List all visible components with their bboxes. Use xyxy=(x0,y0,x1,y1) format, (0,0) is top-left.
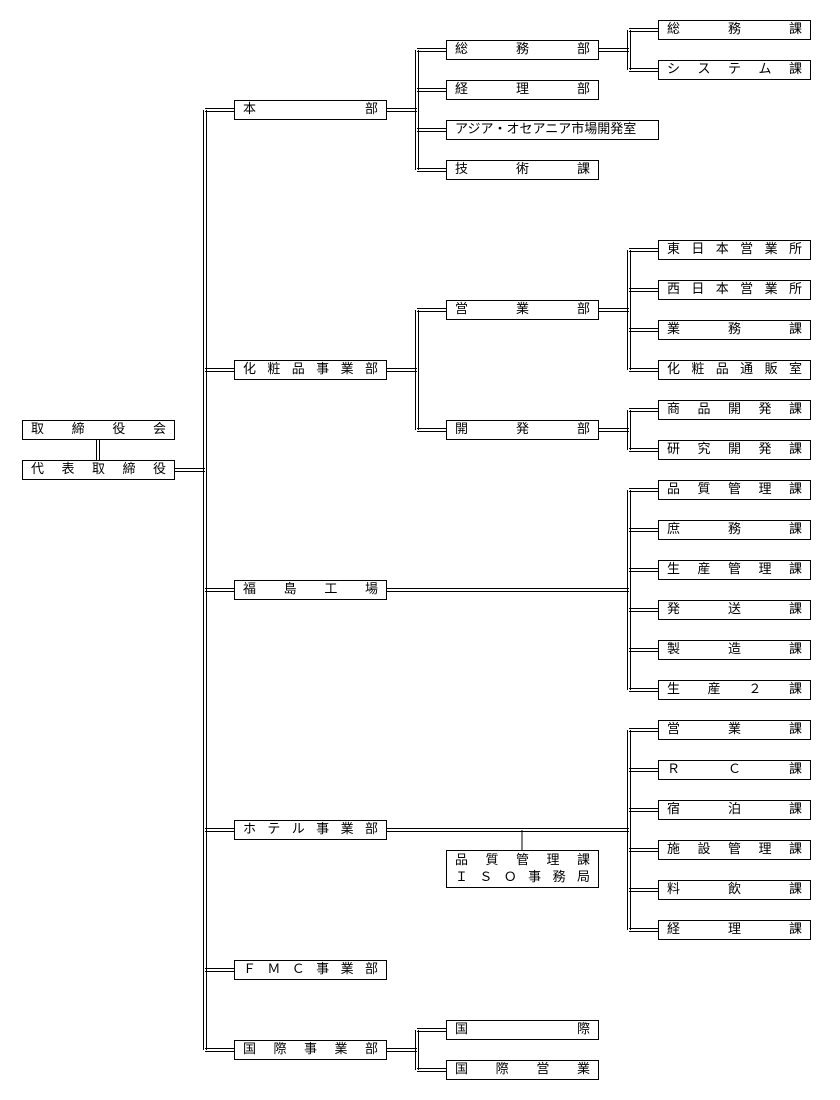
ceo-box: 代表取締役 xyxy=(22,460,175,480)
unit-somubu: 総務部 xyxy=(446,40,599,60)
unit-kokusai-eigyo: 国際営業 xyxy=(446,1060,599,1080)
unit-kaihatsubu: 開発部 xyxy=(446,420,599,440)
section-shukuhaku: 宿泊課 xyxy=(658,800,811,820)
division-honbu: 本部 xyxy=(234,100,387,120)
board-box: 取締役会 xyxy=(22,420,175,440)
section-shomu: 庶務課 xyxy=(658,520,811,540)
section-seizo: 製造課 xyxy=(658,640,811,660)
section-hotel-keiri: 経理課 xyxy=(658,920,811,940)
section-somuka: 総務課 xyxy=(658,20,811,40)
section-seisankanri: 生産管理課 xyxy=(658,560,811,580)
section-hotel-eigyo: 営業課 xyxy=(658,720,811,740)
division-fukushima: 福島工場 xyxy=(234,580,387,600)
division-keshohin: 化粧品事業部 xyxy=(234,360,387,380)
unit-kokusai: 国際 xyxy=(446,1020,599,1040)
section-kenkyu: 研究開発課 xyxy=(658,440,811,460)
section-higashi: 東日本営業所 xyxy=(658,240,811,260)
section-tsuhan: 化粧品通販室 xyxy=(658,360,811,380)
division-hotel: ホテル事業部 xyxy=(234,820,387,840)
section-nishi: 西日本営業所 xyxy=(658,280,811,300)
unit-keiribu: 経理部 xyxy=(446,80,599,100)
unit-eigyobu: 営業部 xyxy=(446,300,599,320)
section-hasso: 発送課 xyxy=(658,600,811,620)
section-shisetsu: 施設管理課 xyxy=(658,840,811,860)
section-system: システム課 xyxy=(658,60,811,80)
division-kokusai: 国際事業部 xyxy=(234,1040,387,1060)
unit-asia: アジア・オセアニア市場開発室 xyxy=(446,120,659,140)
section-ryoin: 料飲課 xyxy=(658,880,811,900)
unit-gijutsu: 技術課 xyxy=(446,160,599,180)
section-shohin: 商品開発課 xyxy=(658,400,811,420)
section-hinshitsu: 品質管理課 xyxy=(658,480,811,500)
staff-quality: 品質管理課 xyxy=(455,853,590,868)
section-gyomu: 業務課 xyxy=(658,320,811,340)
